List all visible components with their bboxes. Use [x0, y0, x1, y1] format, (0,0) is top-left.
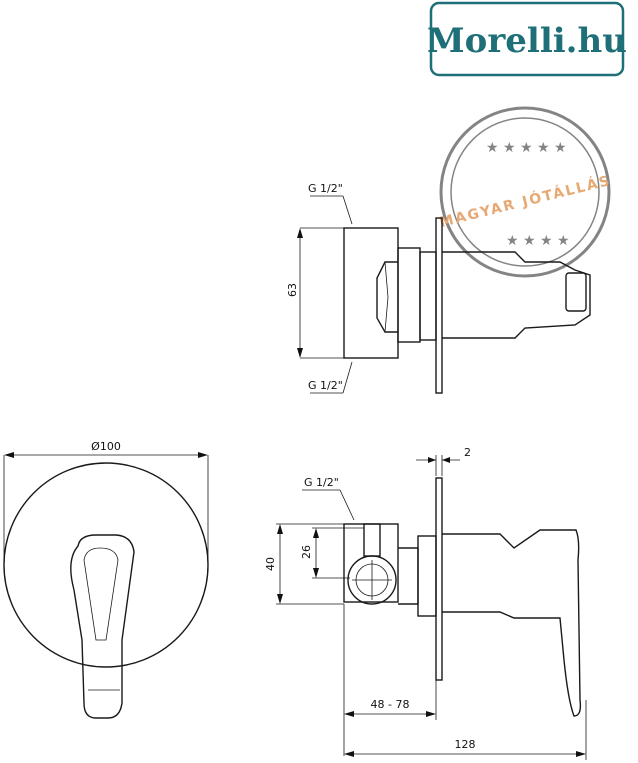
- total-length-label: 128: [455, 738, 476, 751]
- seal-stars-top: ★ ★ ★ ★ ★: [486, 140, 567, 156]
- side-view-bottom: 2 G 1/2" 40 26 48 - 78 128: [264, 446, 587, 760]
- depth-range-label: 48 - 78: [371, 698, 410, 711]
- thickness-label: 2: [464, 446, 471, 459]
- front-view: Ø100: [3, 440, 209, 719]
- guarantee-seal: ★ ★ ★ ★ ★ ★ ★ ★ ★ MAGYAR JÓTÁLLÁS: [437, 106, 613, 278]
- diameter-label: Ø100: [91, 440, 121, 453]
- seal-stars-bottom: ★ ★ ★ ★: [506, 233, 570, 249]
- thread-label-top-lower: G 1/2": [308, 379, 343, 392]
- logo-text: Morelli.hu: [427, 21, 627, 61]
- dim-26-label: 26: [300, 545, 313, 559]
- dim-40-label: 40: [264, 557, 277, 571]
- side-view-top: 63 G 1/2" G 1/2": [286, 182, 591, 394]
- dim-63-label: 63: [286, 283, 299, 297]
- seal-text: MAGYAR JÓTÁLLÁS: [437, 171, 613, 231]
- brand-logo: Morelli.hu: [427, 1, 627, 77]
- thread-label-top-upper: G 1/2": [308, 182, 343, 195]
- thread-label-bottom: G 1/2": [304, 476, 339, 489]
